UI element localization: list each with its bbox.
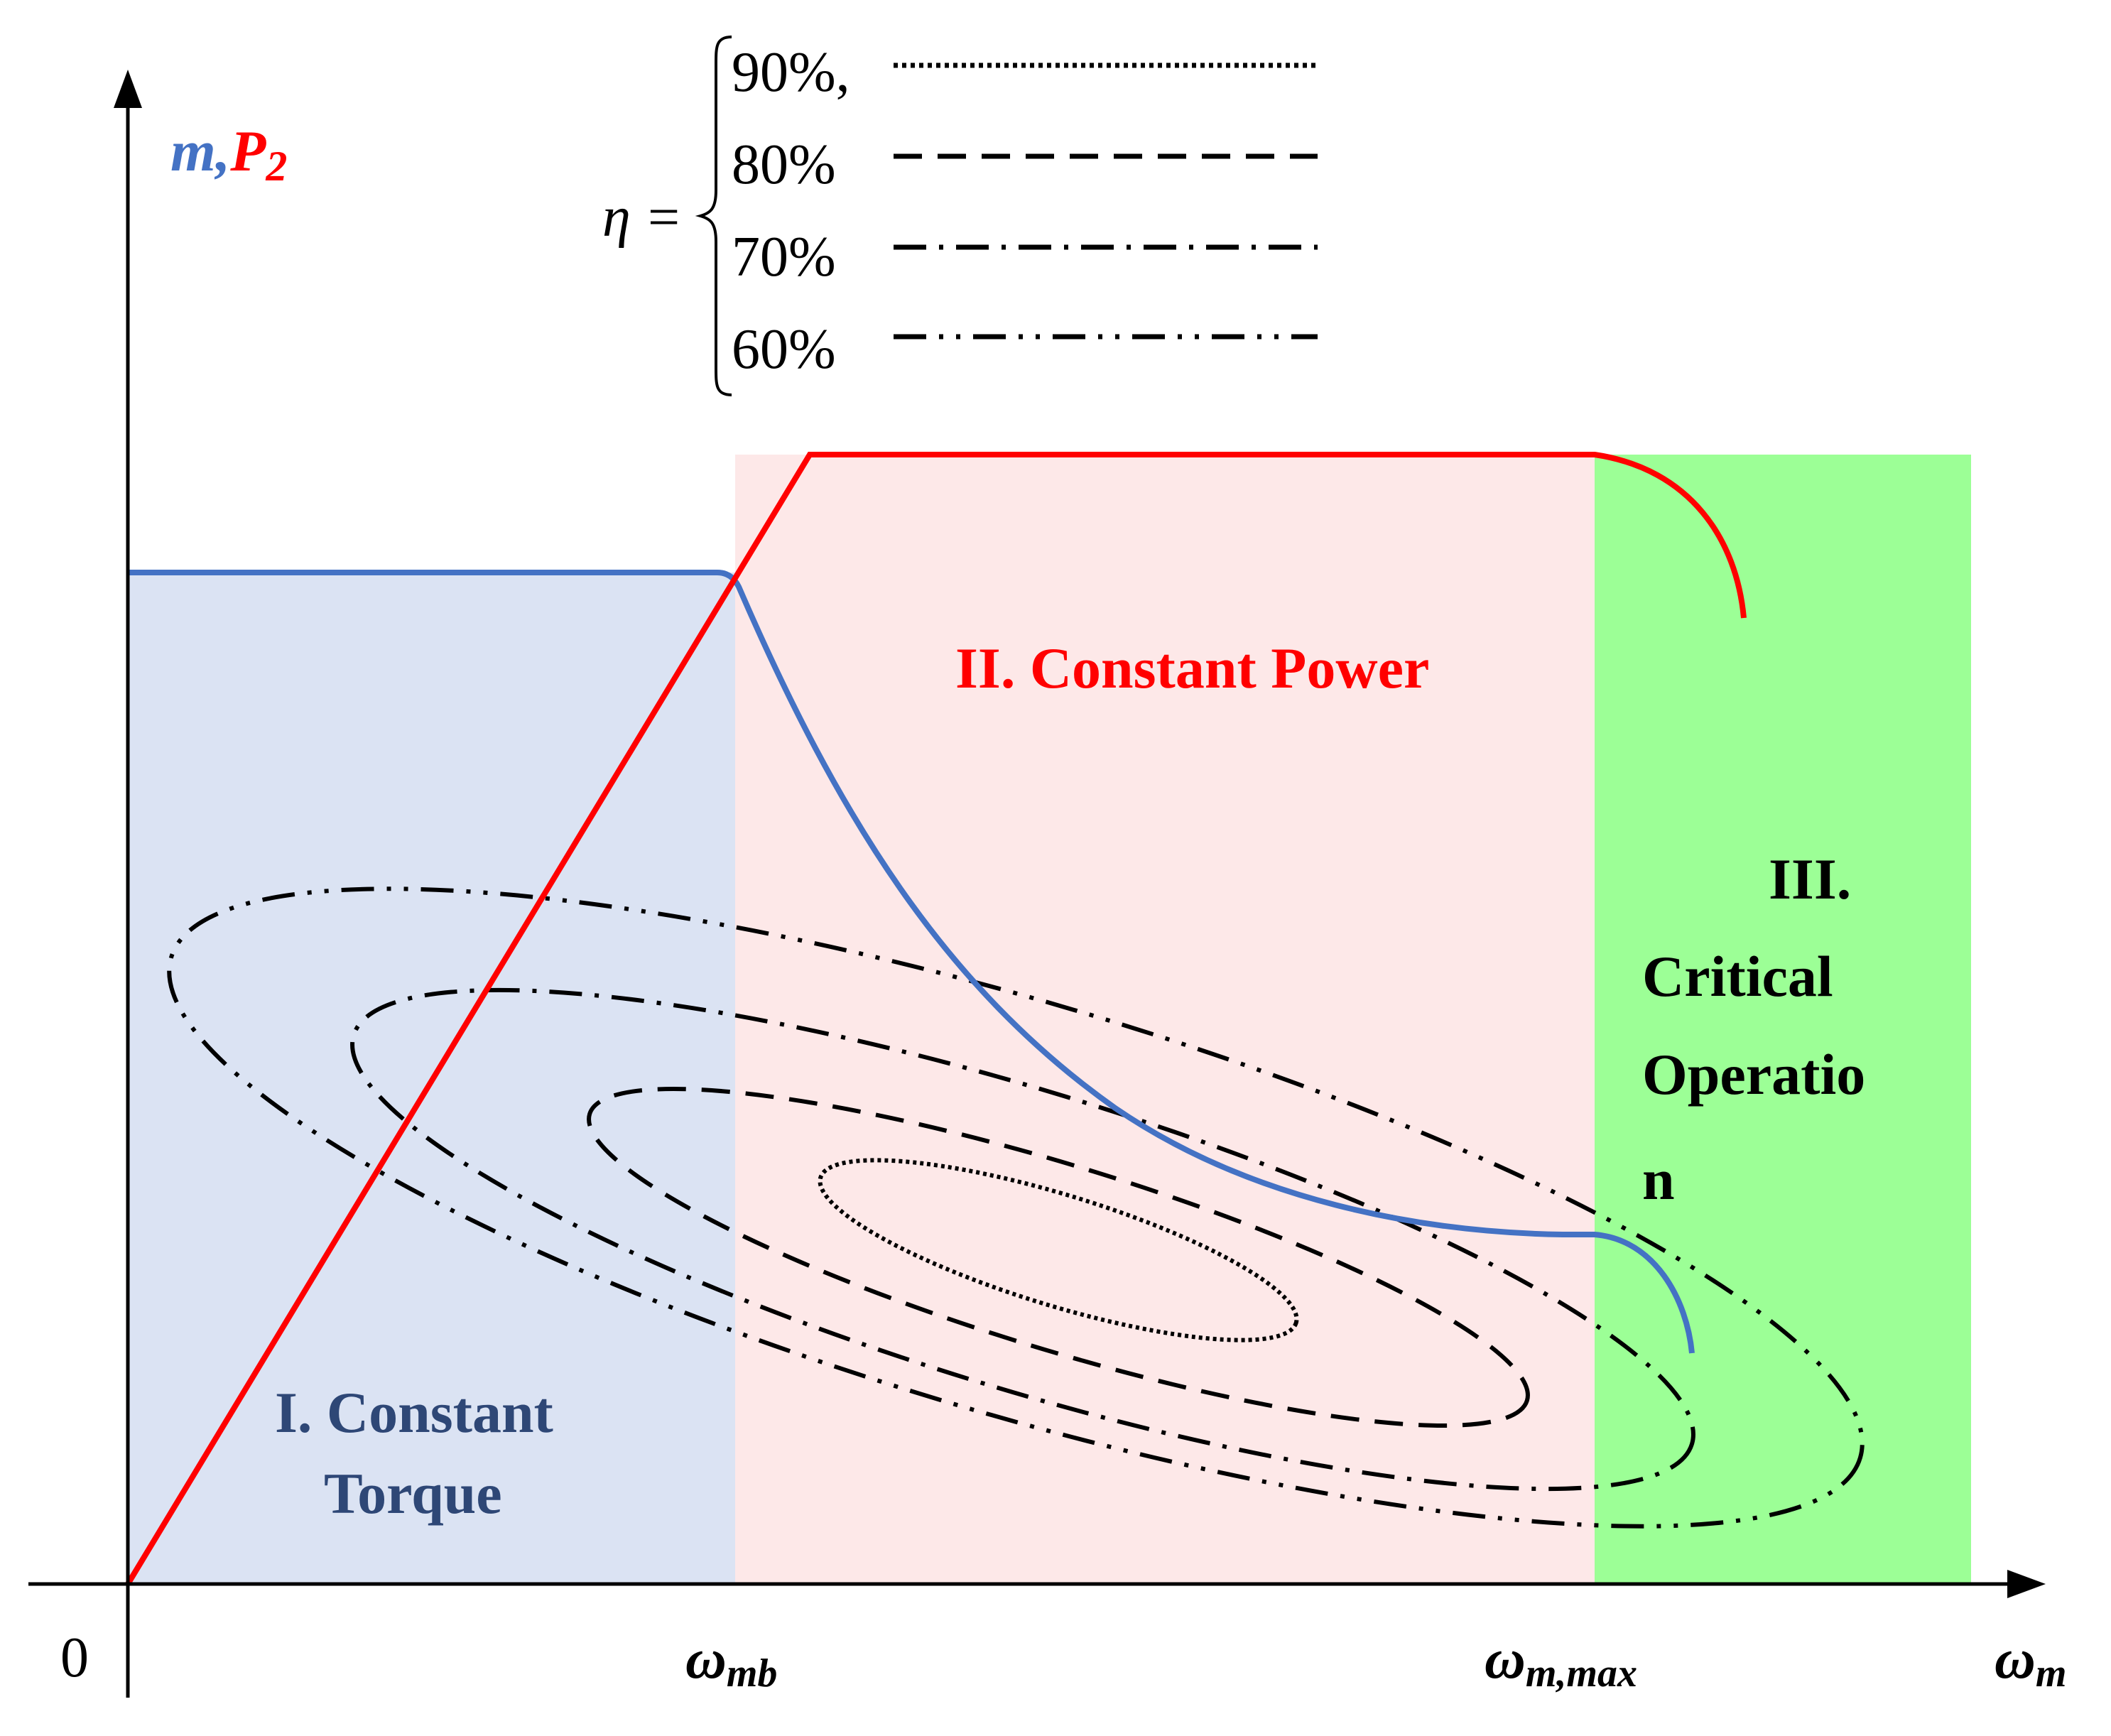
efficiency-contour-60 <box>167 886 1865 1529</box>
tick-omega-max: ωm,max <box>1485 1628 1637 1696</box>
label-critical-line4: n <box>1642 1147 1675 1212</box>
label-critical-line1: III. <box>1769 847 1851 911</box>
tick-omega-max-main: ω <box>1485 1628 1526 1691</box>
y-axis-label: m,P2 <box>170 119 287 190</box>
label-critical-line3: Operatio <box>1642 1042 1865 1107</box>
efficiency-contour-90 <box>818 1158 1299 1342</box>
label-critical-operation: III. Critical Operatio n <box>1642 847 1865 1212</box>
legend-brace <box>695 36 732 396</box>
legend-eta-symbol: η <box>602 186 631 249</box>
legend-label-60: 60% <box>732 318 836 381</box>
efficiency-legend: η = 90%, 80% 70% 60% <box>602 36 1318 396</box>
legend-label-80: 80% <box>732 134 836 196</box>
x-label-sub: m <box>2036 1651 2067 1696</box>
legend-label-70: 70% <box>732 226 836 288</box>
y-label-m: m <box>170 119 216 183</box>
efficiency-contour-70 <box>350 987 1695 1492</box>
y-axis-arrow <box>114 70 142 108</box>
x-axis-arrow <box>2007 1570 2046 1598</box>
efficiency-contour-80 <box>587 1087 1530 1428</box>
x-label-main: ω <box>1995 1628 2036 1691</box>
tick-omega-max-sub: m,max <box>1526 1651 1637 1696</box>
y-label-p: P <box>229 119 266 183</box>
power-curve <box>125 452 1747 1586</box>
legend-label-90: 90%, <box>732 41 850 104</box>
efficiency-contours <box>167 886 1865 1529</box>
y-label-comma: , <box>215 119 231 183</box>
label-critical-line2: Critical <box>1642 944 1833 1009</box>
origin-label: 0 <box>60 1627 89 1689</box>
region-constant-power-bg <box>735 455 1595 1584</box>
label-constant-torque: I. Constant Torque <box>275 1380 553 1526</box>
tick-omega-mb: ωmb <box>685 1628 777 1696</box>
legend-equals: = <box>648 186 680 249</box>
tick-omega-mb-main: ω <box>685 1628 727 1691</box>
axes <box>28 92 2024 1698</box>
x-axis-label: ωm <box>1995 1628 2066 1696</box>
label-constant-torque-line1: I. Constant <box>275 1380 553 1445</box>
region-critical-bg <box>1595 455 1971 1584</box>
y-label-p-sub: 2 <box>265 143 287 190</box>
label-constant-power: II. Constant Power <box>955 636 1429 700</box>
tick-omega-mb-sub: mb <box>727 1651 778 1696</box>
label-constant-torque-line2: Torque <box>324 1461 502 1526</box>
torque-curve <box>128 570 1695 1354</box>
